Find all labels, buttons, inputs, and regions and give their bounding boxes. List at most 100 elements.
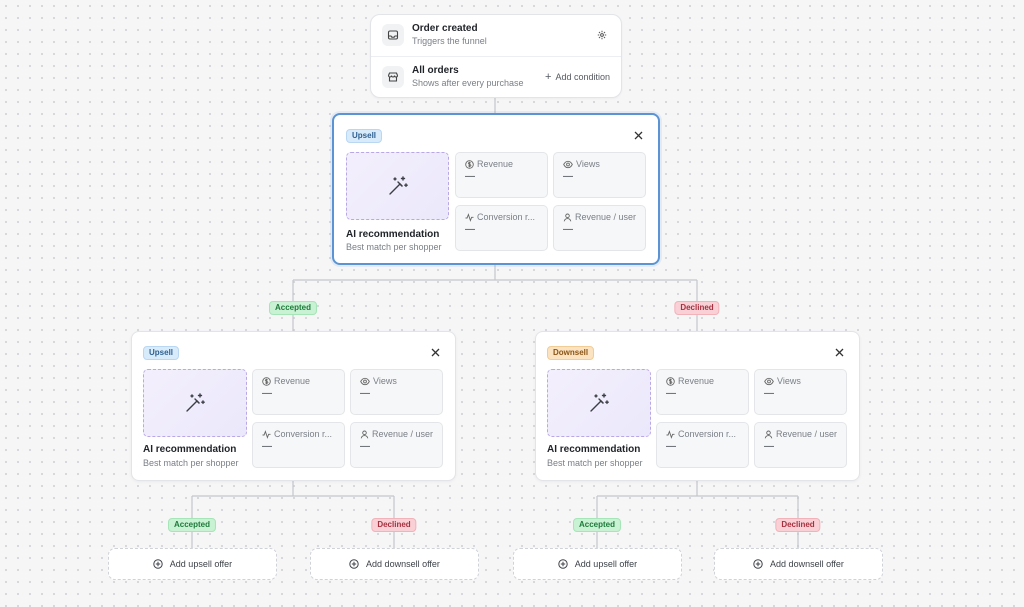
offer-type-badge: Upsell [346,129,383,143]
stat-views: Views — [754,369,847,415]
close-icon[interactable] [833,346,845,358]
condition-row[interactable]: All orders Shows after every purchase +A… [371,56,621,97]
stat-label: Revenue [274,376,311,386]
stat-conversion: Conversion r... — [656,422,749,468]
stat-value: — [465,171,475,182]
stat-revenue: Revenue — [455,152,548,198]
stat-label: Revenue [477,159,514,169]
condition-subtitle: Shows after every purchase [412,78,524,88]
dollar-circle-icon [465,159,474,169]
offer-preview[interactable] [143,369,247,437]
offer-card-downsell-declined[interactable]: Downsell AI recommendation Best match pe… [535,331,860,481]
condition-title: All orders [412,65,459,76]
eye-icon [764,377,774,385]
offer-title: AI recommendation [346,229,440,240]
stat-views: Views — [553,152,646,198]
add-offer-label: Add downsell offer [770,559,844,569]
user-icon [360,430,369,438]
add-downsell-offer-button[interactable]: Add downsell offer [310,548,479,580]
stat-value: — [666,441,676,452]
offer-preview[interactable] [547,369,651,437]
stat-revenue-per-user: Revenue / user — [553,205,646,251]
trigger-row[interactable]: Order created Triggers the funnel [371,15,621,55]
plus-circle-icon [753,559,763,569]
stat-revenue: Revenue — [252,369,345,415]
trigger-subtitle: Triggers the funnel [412,36,487,46]
stat-value: — [262,441,272,452]
add-upsell-offer-button[interactable]: Add upsell offer [108,548,277,580]
stat-conversion: Conversion r... — [252,422,345,468]
offer-card-upsell-main[interactable]: Upsell AI recommendation Best match per … [332,113,660,265]
add-offer-label: Add upsell offer [169,559,233,569]
gear-icon[interactable] [595,28,609,42]
offer-subtitle: Best match per shopper [547,458,643,468]
activity-icon [465,212,474,222]
stat-label: Revenue / user [776,429,838,439]
offer-subtitle: Best match per shopper [346,242,442,252]
dollar-circle-icon [262,376,271,386]
plus-circle-icon [153,559,163,569]
stat-value: — [666,388,676,399]
activity-icon [262,429,271,439]
stat-label: Conversion r... [477,212,536,222]
stat-label: Views [777,376,801,386]
stat-value: — [360,441,370,452]
plus-icon: + [545,71,552,83]
stat-label: Revenue [678,376,715,386]
branch-declined-label: Declined [674,301,720,315]
stat-label: Revenue / user [575,212,637,222]
store-icon [382,66,404,88]
add-upsell-offer-button[interactable]: Add upsell offer [513,548,682,580]
add-condition-button[interactable]: +Add condition [545,71,610,83]
activity-icon [666,429,675,439]
stat-value: — [563,224,573,235]
branch-declined-label: Declined [371,518,417,532]
stat-value: — [764,441,774,452]
stat-value: — [563,171,573,182]
stat-value: — [465,224,475,235]
branch-accepted-label: Accepted [268,301,318,315]
stat-label: Views [373,376,397,386]
add-offer-label: Add downsell offer [366,559,440,569]
plus-circle-icon [349,559,359,569]
branch-accepted-label: Accepted [167,518,217,532]
magic-wand-icon [388,176,408,195]
trigger-title: Order created [412,23,478,34]
add-downsell-offer-button[interactable]: Add downsell offer [714,548,883,580]
stat-label: Conversion r... [274,429,333,439]
user-icon [563,213,572,221]
stat-revenue-per-user: Revenue / user — [350,422,443,468]
stat-value: — [262,388,272,399]
stat-label: Revenue / user [372,429,434,439]
close-icon[interactable] [632,129,644,141]
branch-accepted-label: Accepted [572,518,622,532]
offer-type-badge: Upsell [143,346,180,360]
stat-conversion: Conversion r... — [455,205,548,251]
offer-title: AI recommendation [143,444,237,455]
eye-icon [563,160,573,168]
plus-circle-icon [558,559,568,569]
stat-value: — [764,388,774,399]
offer-title: AI recommendation [547,444,641,455]
offer-subtitle: Best match per shopper [143,458,239,468]
offer-card-upsell-accepted[interactable]: Upsell AI recommendation Best match per … [131,331,456,481]
stat-revenue-per-user: Revenue / user — [754,422,847,468]
offer-preview[interactable] [346,152,449,220]
stat-revenue: Revenue — [656,369,749,415]
dollar-circle-icon [666,376,675,386]
add-condition-label: Add condition [555,72,610,82]
stat-label: Views [576,159,600,169]
stat-value: — [360,388,370,399]
close-icon[interactable] [429,346,441,358]
add-offer-label: Add upsell offer [574,559,638,569]
magic-wand-icon [186,393,205,412]
trigger-card[interactable]: Order created Triggers the funnel All or… [370,14,622,98]
user-icon [764,430,773,438]
inbox-icon [382,24,404,46]
branch-declined-label: Declined [775,518,821,532]
magic-wand-icon [590,393,609,412]
stat-views: Views — [350,369,443,415]
offer-type-badge: Downsell [547,346,595,360]
stat-label: Conversion r... [678,429,737,439]
eye-icon [360,377,370,385]
